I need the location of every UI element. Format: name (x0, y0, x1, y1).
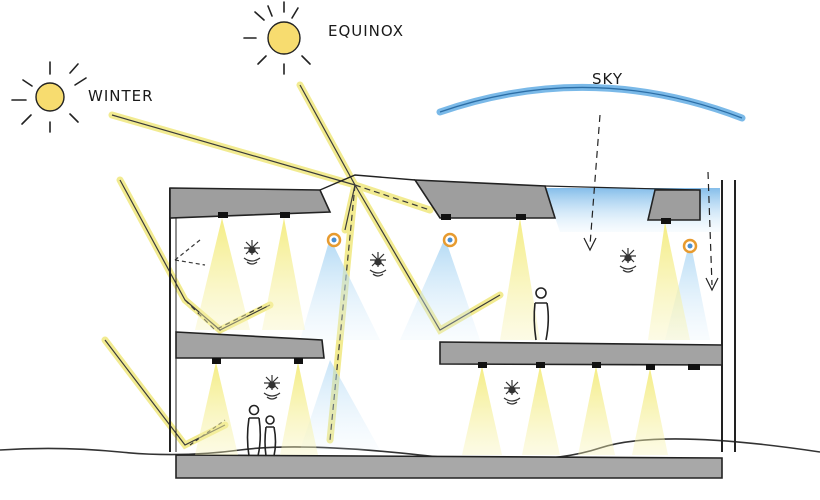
winter-label: WINTER (88, 87, 154, 105)
sky-cone-mid (400, 238, 480, 340)
light-cone-7 (462, 366, 502, 455)
fixture-3 (441, 214, 451, 220)
fixture-1 (218, 212, 228, 218)
sky-cone-lower (300, 360, 380, 450)
upper-lights (195, 212, 690, 340)
person-upper (533, 287, 550, 341)
roof-slab-right (646, 189, 701, 221)
light-cone-3 (500, 218, 540, 340)
lower-lights (195, 358, 700, 455)
light-cone-2 (262, 218, 305, 330)
light-sensor-icons (243, 240, 637, 405)
equinox-sun-icon (243, 1, 311, 75)
fixture-2 (280, 212, 290, 218)
people (246, 287, 550, 457)
roof-slab-middle (413, 179, 557, 219)
light-cone-8 (522, 366, 560, 455)
sensor-icon-5 (503, 380, 521, 405)
building-section (169, 180, 736, 452)
sensor-icon-1 (243, 240, 261, 265)
fixture-4 (516, 214, 526, 220)
fixture-5 (661, 218, 671, 224)
light-cone-6 (280, 362, 318, 455)
sky-arrows (583, 114, 719, 292)
sensor-icon-3 (619, 248, 637, 273)
light-cone-9 (578, 366, 615, 455)
light-cone-4 (648, 222, 690, 340)
daylight-sensors (326, 232, 698, 254)
floor-slab-left (175, 331, 325, 359)
sky-cone-left (300, 238, 380, 340)
person-lower-2 (264, 415, 277, 457)
person-lower-1 (246, 404, 262, 457)
roof (169, 174, 701, 221)
winter-sun-icon (11, 61, 87, 133)
light-cone-1 (195, 218, 250, 330)
equinox-label: EQUINOX (328, 22, 404, 40)
floors (175, 331, 723, 479)
light-cone-10 (632, 368, 668, 455)
sky-arc-outline (439, 86, 743, 119)
skylight-glazing (544, 185, 701, 191)
roof-monitor (319, 174, 416, 191)
sensor-icon-4 (263, 375, 281, 400)
light-cone-5 (195, 362, 238, 455)
ground-slab (175, 454, 723, 479)
sky-label: SKY (592, 70, 623, 88)
floor-slab-right (439, 341, 723, 366)
roof-slab-left (169, 187, 332, 219)
sensor-icon-2 (369, 252, 387, 277)
